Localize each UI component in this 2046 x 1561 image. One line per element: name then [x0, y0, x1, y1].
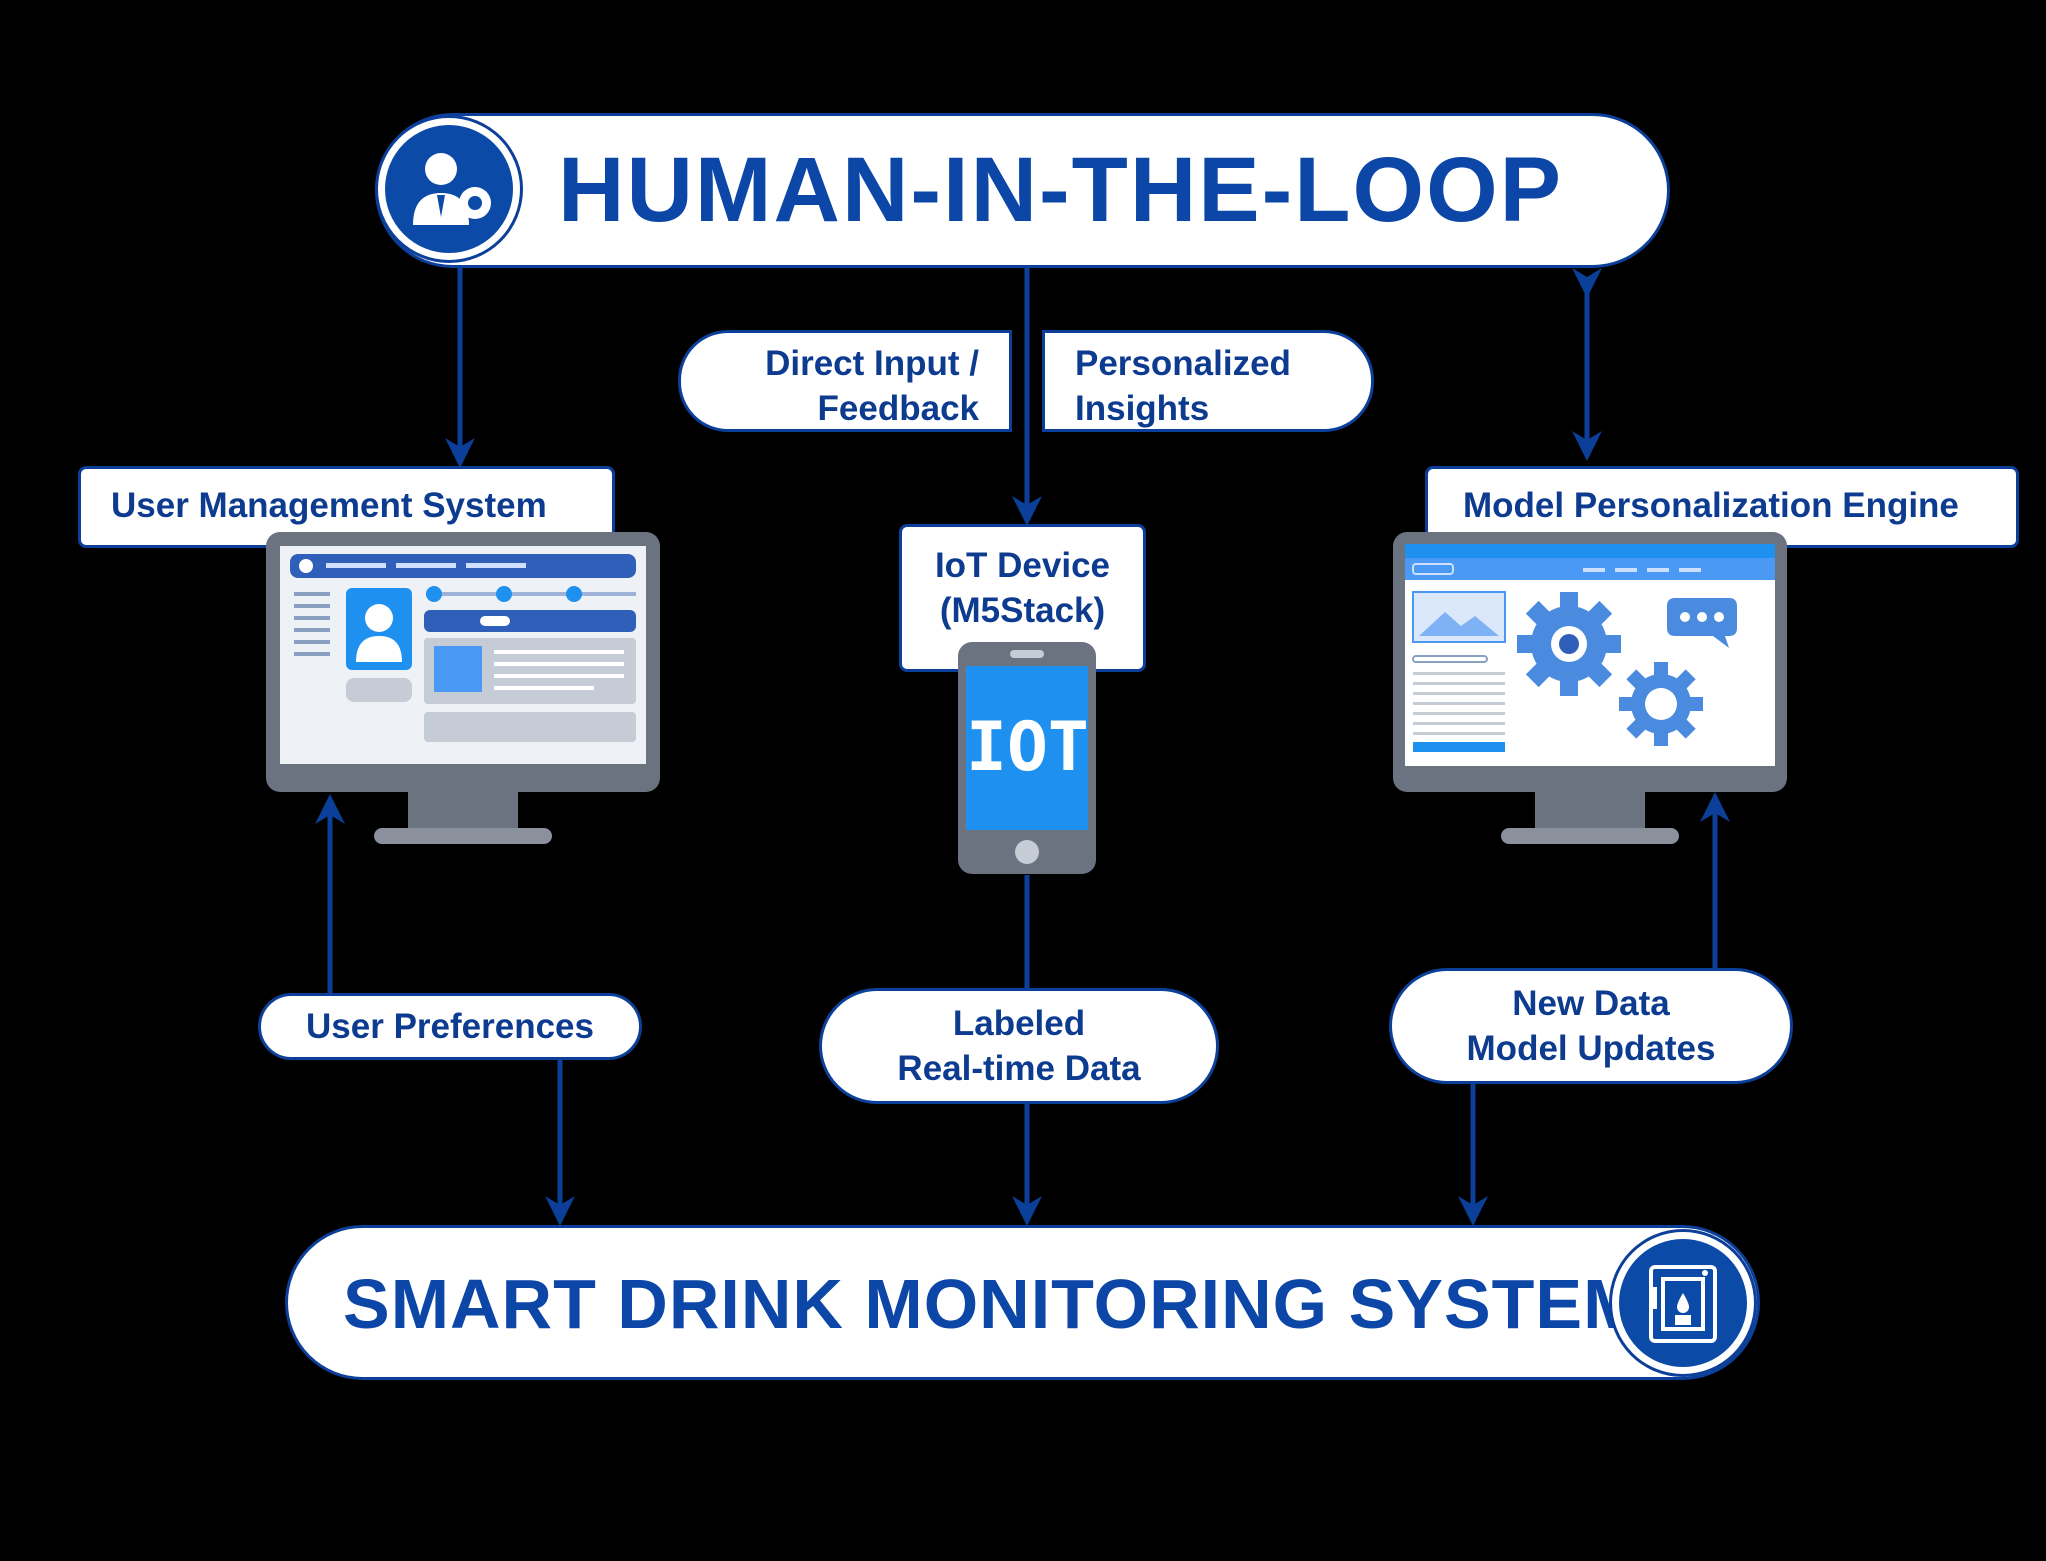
label-direct-input: Direct Input /Feedback	[678, 330, 1012, 432]
model-engine-monitor-icon	[1393, 532, 1787, 844]
user-gear-icon	[378, 118, 520, 260]
page-title: HUMAN-IN-THE-LOOP	[558, 139, 1563, 241]
bottom-title: SMART DRINK MONITORING SYSTEM	[343, 1265, 1643, 1343]
smart-drink-monitoring-banner	[285, 1225, 1760, 1380]
drink-machine-icon	[1612, 1232, 1754, 1374]
user-management-monitor-icon	[266, 532, 660, 844]
label-iot-device: IoT Device(M5Stack)	[899, 524, 1146, 672]
phone-iot-text: IOT	[966, 708, 1089, 787]
human-in-the-loop-banner	[375, 113, 1670, 268]
iot-phone-icon: IOT	[958, 642, 1096, 874]
label-user-preferences: User Preferences	[258, 993, 642, 1060]
